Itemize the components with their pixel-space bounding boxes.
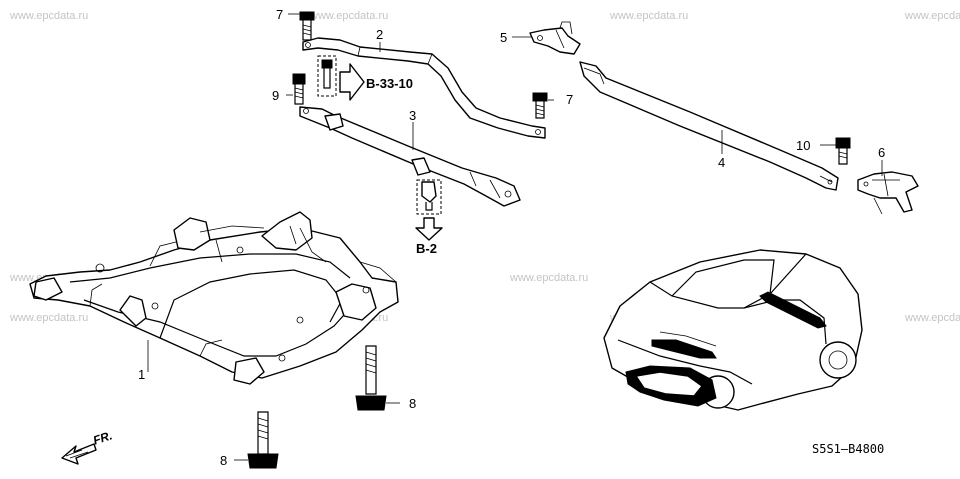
callout-2: 2 — [376, 27, 384, 42]
callout-6: 6 — [878, 145, 886, 160]
ref-b33-10[interactable]: B-33-10 — [366, 76, 413, 91]
watermark: www.epcdata.ru — [10, 10, 89, 22]
diagram-code: S5S1—B4800 — [812, 442, 885, 456]
ref-box-b33 — [317, 55, 365, 101]
leader-lines — [147, 13, 883, 461]
callout-8-bottom: 8 — [220, 453, 228, 468]
ref-box-b2 — [415, 179, 443, 241]
bolt-7-right — [532, 92, 548, 119]
ref-b2[interactable]: B-2 — [416, 241, 437, 256]
front-subframe-1 — [29, 211, 399, 385]
watermark: www.epcdata.ru — [510, 272, 589, 284]
bolt-9 — [292, 73, 306, 105]
bracket-5 — [529, 21, 581, 55]
watermark: www.epcdata.ru — [610, 10, 689, 22]
stay-bar-3 — [299, 106, 521, 207]
callout-3: 3 — [409, 108, 417, 123]
callout-7-top: 7 — [276, 7, 284, 22]
callout-7-right: 7 — [566, 92, 574, 107]
bolt-7-top — [299, 11, 315, 41]
stay-bar-2 — [302, 37, 546, 139]
bolt-10 — [835, 137, 851, 165]
callout-10: 10 — [796, 138, 811, 153]
watermark: www.epcdata.ru — [905, 10, 960, 22]
car-location-view — [603, 249, 863, 411]
callout-8-right: 8 — [409, 396, 417, 411]
watermark: www.epcdata.ru — [10, 312, 89, 324]
callout-1: 1 — [138, 367, 146, 382]
callout-9: 9 — [272, 88, 280, 103]
bolt-8-bottom — [247, 411, 279, 469]
bolt-8-right — [355, 345, 387, 411]
front-direction-arrow — [61, 443, 97, 465]
stay-bar-4 — [579, 61, 839, 191]
watermark: www.epcdata.ru — [905, 312, 960, 324]
callout-4: 4 — [718, 155, 726, 170]
callout-5: 5 — [500, 30, 508, 45]
watermark: www.epcdata.ru — [310, 10, 389, 22]
bracket-6 — [857, 171, 919, 215]
